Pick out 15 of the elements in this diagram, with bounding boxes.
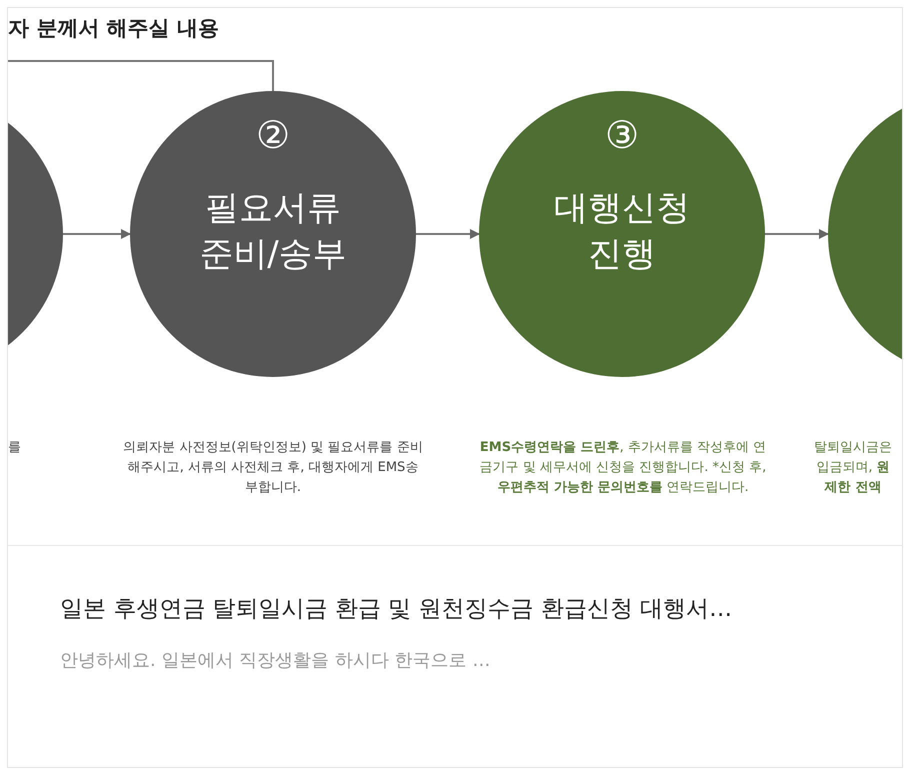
arrow [416, 229, 480, 239]
section-heading: 자 분께서 해주실 내용 [8, 15, 219, 42]
arrow [765, 229, 829, 239]
step-description: 의뢰자분 사전정보(위탁인정보) 및 필요서류를 준비해주시고, 서류의 사전체크 후, 대행자에게 EMS송부합니다. [123, 439, 423, 497]
step-title: 필요서류 준비/송부 [198, 187, 348, 276]
description-fragment: 를 [8, 439, 21, 457]
description-fragment: 탈퇴일시금은 입금되며, 원 제한 전액 [813, 439, 893, 497]
step-number: ③ [604, 113, 640, 157]
step-description: EMS수령연락을 드린후, 추가서류를 작성후에 연금기구 및 세무서에 신청을 진행합니다. *신청 후, 우편추적 가능한 문의번호를 연락드립니다. [478, 439, 768, 497]
step-number: ② [256, 113, 290, 157]
arrow [63, 229, 131, 239]
post-summary: 안녕하세요. 일본에서 직장생활을 하시다 한국으로 … [60, 649, 490, 672]
post-title: 일본 후생연금 탈퇴일시금 환급 및 원천징수금 환급신청 대행서… [60, 595, 732, 624]
connector-line [8, 60, 274, 91]
step-title: 대행신청 진행 [553, 187, 691, 276]
